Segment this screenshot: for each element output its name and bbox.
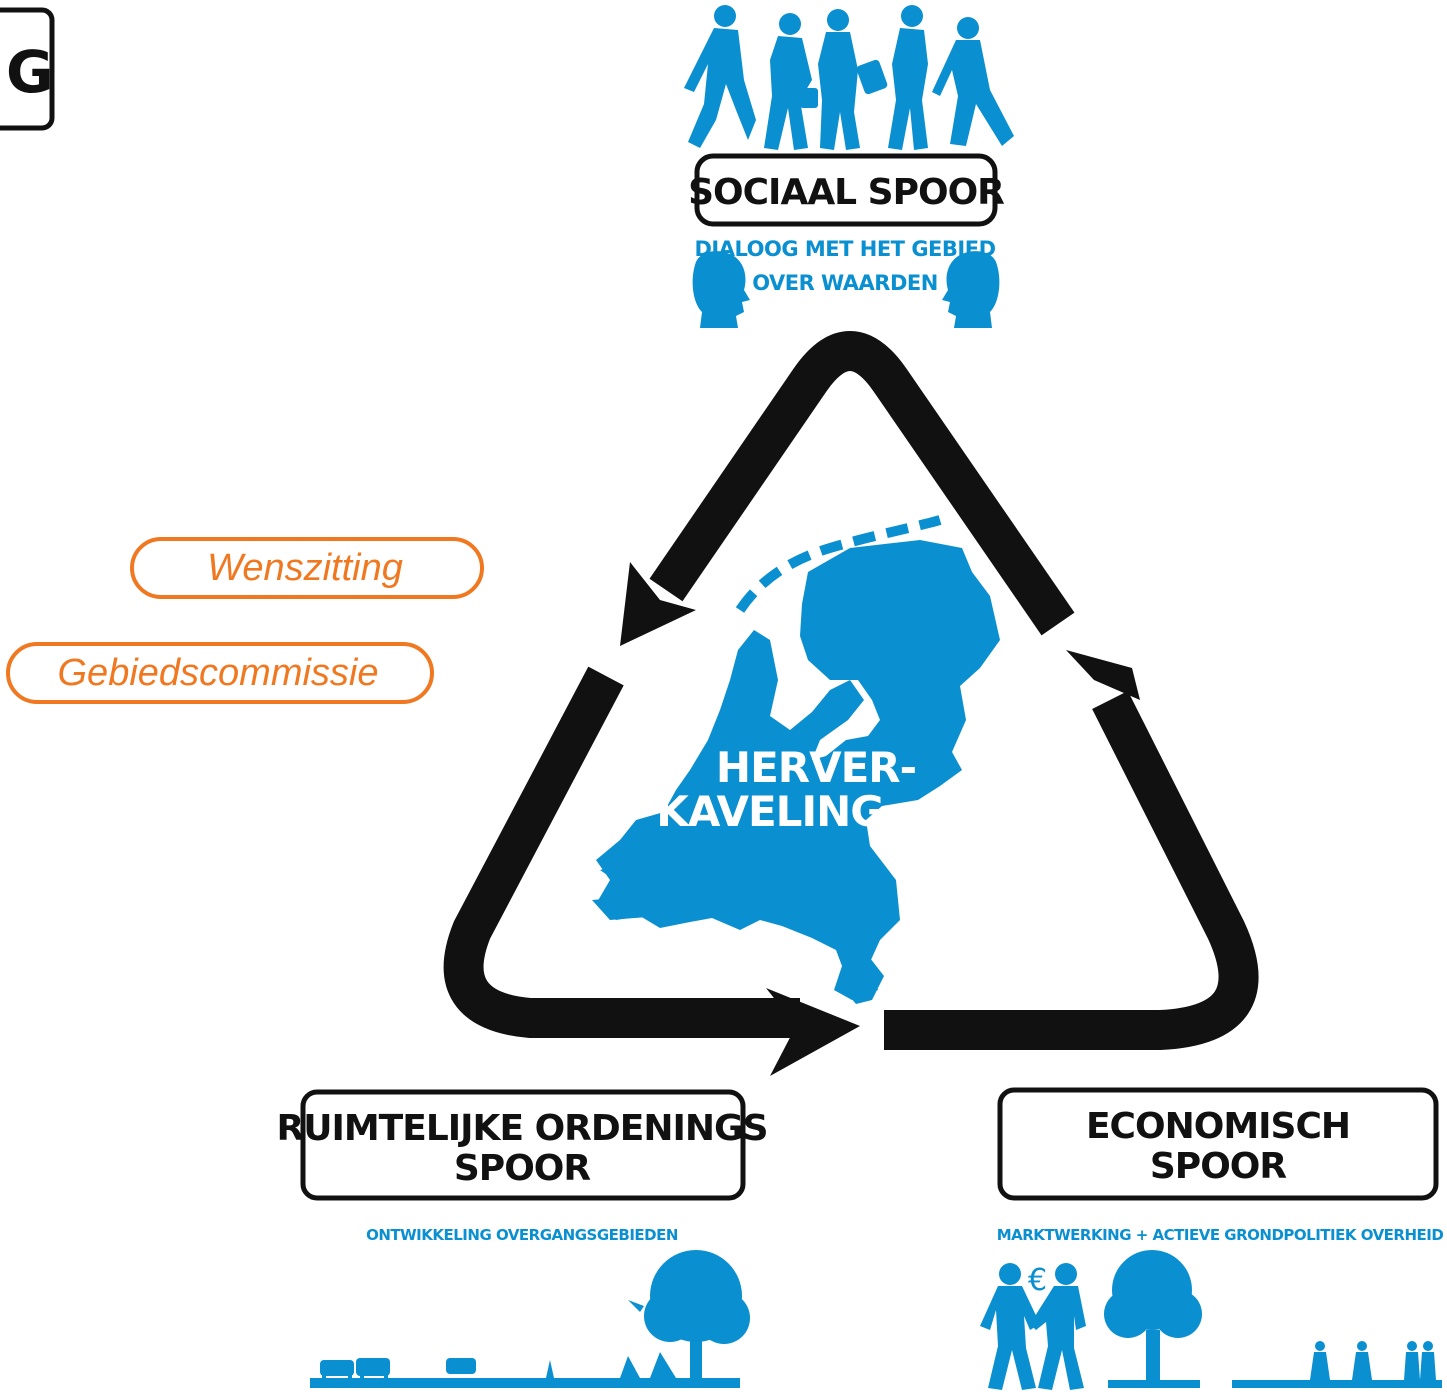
spatial-track-box: RUIMTELIJKE ORDENINGS SPOOR — [277, 1089, 769, 1201]
gebiedscommissie-label: Gebiedscommissie — [6, 642, 434, 704]
arrowhead-bottom — [766, 988, 860, 1076]
spatial-track-title-line2: SPOOR — [454, 1148, 591, 1189]
arrowhead-left — [620, 562, 696, 646]
gebiedscommissie-text: Gebiedscommissie — [58, 652, 379, 694]
corner-letter-box: G — [0, 7, 55, 131]
euro-symbol: € — [1028, 1263, 1047, 1298]
landscape-icon — [310, 1250, 750, 1388]
head-right-icon — [942, 251, 1000, 328]
wenszitting-label: Wenszitting — [130, 537, 484, 599]
spatial-track-title-line1: RUIMTELIJKE ORDENINGS — [277, 1108, 768, 1149]
cycle-arrows — [443, 331, 1259, 1050]
wenszitting-text: Wenszitting — [207, 547, 403, 589]
handshake-icon — [980, 1263, 1086, 1390]
arrowhead-right — [1066, 650, 1140, 700]
economic-track-box: ECONOMISCH SPOOR — [997, 1087, 1439, 1201]
center-label-line2: KAVELING — [656, 787, 883, 836]
social-track-title: SOCIAAL SPOOR — [688, 172, 1004, 213]
walking-people-icon — [684, 5, 1014, 150]
top-arc-path — [649, 331, 1075, 636]
cow-icon — [320, 1358, 476, 1380]
social-track-box: SOCIAAL SPOOR — [688, 153, 1005, 227]
center-label-line1: HERVER- — [716, 743, 916, 792]
right-arc-path — [884, 690, 1259, 1050]
netherlands-map-icon — [592, 515, 1000, 1004]
economic-track-title-line1: ECONOMISCH — [1086, 1106, 1350, 1147]
economic-track-title-line2: SPOOR — [1150, 1146, 1287, 1187]
bird-icon — [628, 1300, 644, 1312]
social-subtitle-line1: DIALOOG MET HET GEBIED — [695, 237, 996, 261]
head-left-icon — [692, 251, 750, 328]
corner-letter: G — [6, 38, 53, 106]
walkers-icon — [1232, 1341, 1442, 1388]
left-arc-path — [443, 666, 800, 1038]
tree-icon — [644, 1250, 750, 1380]
social-subtitle-line2: OVER WAARDEN — [752, 271, 938, 295]
tree-icon-economic — [1104, 1250, 1202, 1388]
economic-subtitle: MARKTWERKING + ACTIEVE GRONDPOLITIEK OVE… — [997, 1226, 1444, 1244]
spatial-subtitle: ONTWIKKELING OVERGANGSGEBIEDEN — [366, 1226, 678, 1244]
